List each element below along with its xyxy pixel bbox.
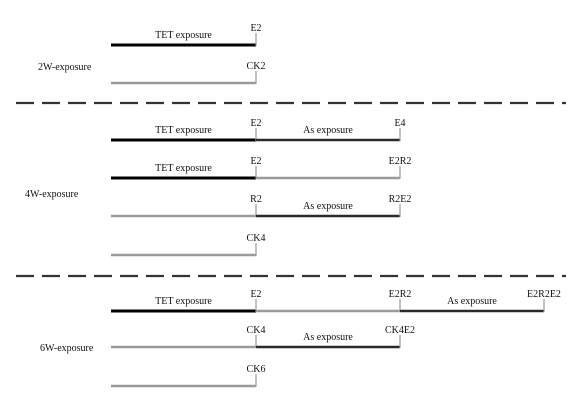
segment-label: TET exposure <box>155 125 212 136</box>
endpoint-label: CK2 <box>247 61 266 72</box>
endpoint-label: E4 <box>394 118 405 129</box>
segment-label: TET exposure <box>155 296 212 307</box>
endpoint-label: CK4 <box>247 233 266 244</box>
segment-label: As exposure <box>447 296 497 307</box>
timeline-row: TET exposure As exposure E2 E4 <box>111 118 406 142</box>
group-label-4w: 4W-exposure <box>25 189 79 200</box>
segment-label: TET exposure <box>155 30 212 41</box>
endpoint-label: R2E2 <box>389 194 412 205</box>
timeline-row: CK2 <box>111 61 266 85</box>
endpoint-label: E2 <box>250 23 261 34</box>
timeline-row: As exposure R2 R2E2 <box>111 194 412 218</box>
segment-label: As exposure <box>303 125 353 136</box>
endpoint-label: E2R2 <box>389 156 412 167</box>
timeline-row: TET exposure E2 E2R2 <box>111 156 412 180</box>
segment-label: As exposure <box>303 201 353 212</box>
timeline-row: TET exposure E2 <box>111 23 262 47</box>
endpoint-label: CK4 <box>247 325 266 336</box>
endpoint-label: CK6 <box>247 364 266 375</box>
endpoint-label: E2R2E2 <box>527 289 561 300</box>
timeline-row: CK6 <box>111 364 266 388</box>
group-label-2w: 2W-exposure <box>38 62 92 73</box>
timeline-row: As exposure CK4 CK4E2 <box>111 325 415 349</box>
endpoint-label: E2 <box>250 156 261 167</box>
segment-label: TET exposure <box>155 163 212 174</box>
endpoint-label: E2 <box>250 118 261 129</box>
timeline-row: TET exposure As exposure E2 E2R2 E2R2E2 <box>111 289 561 313</box>
endpoint-label: E2R2 <box>389 289 412 300</box>
timeline-row: CK4 <box>111 233 266 257</box>
endpoint-label: E2 <box>250 289 261 300</box>
group-label-6w: 6W-exposure <box>40 343 94 354</box>
endpoint-label: CK4E2 <box>385 325 415 336</box>
segment-label: As exposure <box>303 332 353 343</box>
endpoint-label: R2 <box>250 194 262 205</box>
